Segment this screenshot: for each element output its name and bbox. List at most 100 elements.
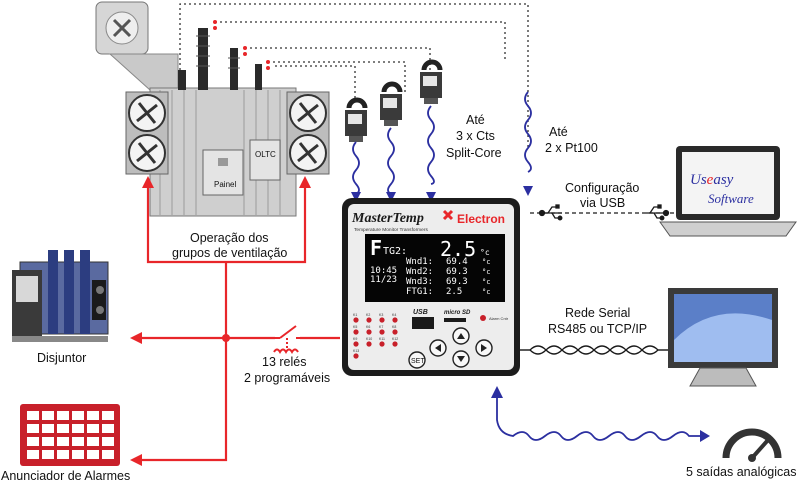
annunciator-window (87, 424, 99, 433)
relays-label-1: 13 relés (262, 355, 306, 369)
sensor-arrowheads (351, 186, 533, 202)
annunciator-window (102, 437, 114, 446)
annunciator-window (27, 424, 39, 433)
annunciator-window (72, 411, 84, 420)
annunciator-window (42, 411, 54, 420)
relay-led-label: K9 (353, 337, 357, 341)
software-logo-line2: Software (708, 191, 754, 206)
relay-led (392, 329, 398, 335)
relay-led (353, 353, 359, 359)
set-button[interactable] (408, 351, 426, 369)
alarm-label: Alarm Cntr (489, 316, 509, 321)
gauge-icon (722, 428, 782, 462)
relay-led-label: K4 (392, 313, 396, 317)
software-logo-line1: Useasy (690, 172, 734, 188)
relay-led-label: K10 (366, 337, 372, 341)
annunciator-panel-icon (20, 404, 120, 466)
lcd-row-name: Wnd3: (406, 277, 433, 287)
lcd-title: TG2: (383, 246, 407, 257)
annunciator-window (42, 450, 54, 459)
relay-led (379, 317, 385, 323)
annunciator-window (87, 411, 99, 420)
cts-label-3: Split-Core (446, 146, 502, 160)
relay-led (392, 341, 398, 347)
relay-led (366, 317, 372, 323)
relay-led (353, 329, 359, 335)
lcd-row-value: 69.4 (446, 257, 468, 267)
dotted-connections (179, 3, 529, 150)
breaker-icon (12, 250, 109, 342)
mastertemp-device: MasterTemp Temperature Monitor Transform… (342, 198, 520, 376)
annunciator-window (27, 437, 39, 446)
relay-led-label: K11 (379, 337, 385, 341)
pt100-label-2: 2 x Pt100 (545, 141, 598, 155)
device-brand: MasterTemp (351, 211, 424, 226)
lcd-row-name: FTG1: (406, 287, 433, 297)
annunciator-window (87, 437, 99, 446)
sensor-cables (352, 91, 532, 195)
cts-label-2: 3 x Cts (456, 129, 495, 143)
lcd-row-value: 2.5 (446, 287, 462, 297)
config-label-2: via USB (580, 196, 625, 210)
relay-led (379, 329, 385, 335)
annunciator-label: Anunciador de Alarmes (1, 469, 130, 483)
analog-cable (496, 395, 700, 441)
annunciator-window (57, 411, 69, 420)
annunciator-window (72, 450, 84, 459)
sd-slot[interactable] (444, 318, 466, 322)
lcd-row-unit: °c (482, 278, 490, 286)
down-arrow-icon (457, 356, 465, 362)
analog-label: 5 saídas analógicas (686, 465, 797, 479)
lcd-row-unit: °c (482, 268, 490, 276)
painel-label: Painel (214, 180, 236, 189)
nav-buttons: SET (408, 327, 493, 369)
annunciator-window (72, 424, 84, 433)
monitor-icon (668, 288, 778, 387)
alarm-led (480, 315, 486, 321)
left-arrow-icon (435, 344, 441, 352)
relay-led-label: K6 (366, 325, 370, 329)
lcd-row-value: 69.3 (446, 267, 468, 277)
relay-led (366, 329, 372, 335)
oltc-label: OLTC (255, 150, 276, 159)
laptop-icon: Useasy Software (659, 146, 797, 237)
annunciator-window (72, 437, 84, 446)
device-maker: Electron (457, 212, 505, 226)
annunciator-window (27, 450, 39, 459)
lcd-main-unit: °c (480, 248, 490, 257)
annunciator-window (42, 437, 54, 446)
annunciator-window (27, 411, 39, 420)
lcd-main-value: 2.5 (440, 237, 476, 261)
ventilation-label-1: Operação dos (190, 231, 269, 245)
serial-cable (520, 345, 670, 355)
lcd-row-name: Wnd1: (406, 257, 433, 267)
sd-slot-label: micro SD (444, 310, 471, 316)
breaker-label: Disjuntor (37, 351, 86, 365)
relay-led-label: K3 (379, 313, 383, 317)
annunciator-window (102, 424, 114, 433)
transformer: Painel OLTC (95, 1, 330, 217)
annunciator-window (87, 450, 99, 459)
relay-connections (140, 186, 340, 462)
lcd-screen (365, 234, 505, 302)
ct-sensors (345, 59, 443, 142)
relay-led-label: K5 (353, 325, 357, 329)
up-arrow-icon (457, 333, 465, 339)
usb-right-icon (646, 204, 670, 221)
ventilation-label-2: grupos de ventilação (172, 246, 287, 260)
relay-led-label: K12 (392, 337, 398, 341)
annunciator-window (102, 411, 114, 420)
relay-led-label: K1 (353, 313, 357, 317)
usb-port[interactable] (412, 317, 434, 329)
lcd-date: 11/23 (370, 275, 397, 285)
relay-led (379, 341, 385, 347)
relay-led-label: K8 (392, 325, 396, 329)
relay-arrowheads (130, 176, 311, 466)
fan-left-group (125, 91, 169, 175)
pt100-label-1: Até (549, 125, 568, 139)
analog-arrow (491, 386, 710, 442)
device-subtitle: Temperature Monitor Transformers (354, 227, 428, 233)
lcd-rows: Wnd1: 69.4 °c Wnd2: 69.3 °c Wnd3: 69.3 °… (406, 257, 490, 297)
